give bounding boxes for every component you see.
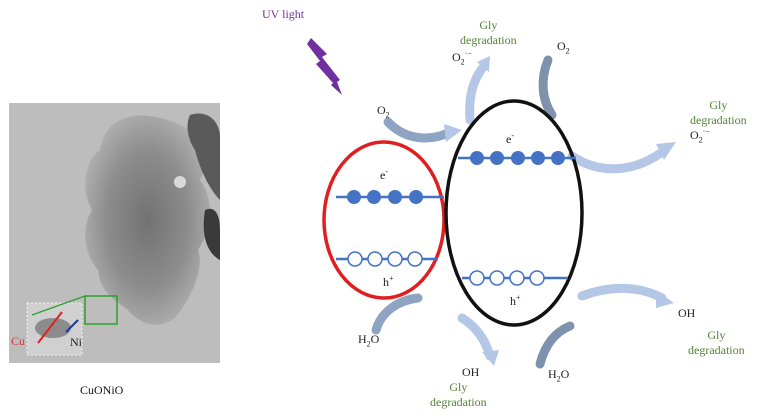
gly-text: Gly: [479, 18, 498, 32]
gly-text: Gly: [709, 98, 728, 112]
arrow-head-o2-radical-left: [477, 56, 490, 72]
particle-dark-edge: [187, 113, 220, 200]
ni-label: Ni: [70, 335, 82, 349]
micrograph-caption: CuONiO: [80, 383, 124, 397]
particle-dark-spot: [203, 208, 220, 260]
gly-degradation-bottom-left-label: Gly degradation: [430, 380, 487, 410]
right-electrons: [470, 151, 565, 165]
electron: [347, 190, 361, 204]
right-holes: [469, 270, 545, 286]
degradation-text: degradation: [460, 33, 517, 47]
oh-left-label: OH: [462, 365, 480, 379]
gly-text: Gly: [707, 328, 726, 342]
oh-right-label: OH: [678, 306, 696, 320]
o2-radical-top-label: O2·−: [452, 49, 472, 67]
electron: [388, 190, 402, 204]
h2o-right-label: H2O: [548, 367, 570, 384]
hole: [407, 251, 423, 267]
degradation-text: degradation: [690, 113, 747, 127]
electron: [551, 151, 565, 165]
arrow-to-o2-radical-left: [465, 61, 489, 125]
hole: [367, 251, 383, 267]
particle-agglomerate: [85, 115, 210, 325]
electron: [409, 190, 423, 204]
particle-void: [174, 176, 186, 188]
arrow-h2o-right: [535, 321, 575, 369]
right-hole-label: h+: [510, 293, 521, 308]
inset-connector-line: [31, 295, 86, 316]
gly-text: Gly: [449, 380, 468, 394]
o2-radical-right-label: O2·−: [690, 127, 710, 145]
electron: [490, 151, 504, 165]
arrow-head-o2-left: [444, 124, 462, 142]
inset-particle: [35, 318, 71, 338]
electron: [470, 151, 484, 165]
hole: [509, 270, 525, 286]
arrow-to-oh-right: [577, 283, 667, 303]
electron: [367, 190, 381, 204]
h2o-left-label: H2O: [358, 332, 380, 349]
hole: [469, 270, 485, 286]
arrow-head-oh-right: [656, 290, 674, 308]
arrow-head-o2-radical-right: [656, 142, 676, 160]
arrow-o2-adsorption-right: [538, 55, 557, 120]
hole: [387, 251, 403, 267]
hole: [347, 251, 363, 267]
inset-source-box: [84, 295, 118, 325]
cu-label: Cu: [11, 334, 26, 348]
arrow-to-o2-radical-right: [567, 147, 667, 174]
gly-degradation-right-label: Gly degradation: [690, 98, 747, 128]
o2-left-label: O2: [377, 103, 390, 120]
left-hole-label: h+: [383, 274, 394, 289]
arrow-o2-adsorption-left: [383, 117, 455, 143]
gly-degradation-top-label: Gly degradation: [460, 18, 517, 48]
left-electrons: [347, 190, 423, 204]
left-holes: [347, 251, 423, 267]
hole: [529, 270, 545, 286]
tem-micrograph: [9, 103, 220, 363]
uv-lightning-icon: [307, 38, 342, 95]
arrow-to-oh-left: [457, 313, 495, 361]
uv-light-label: UV light: [262, 7, 305, 21]
ni-lattice-line: [65, 319, 79, 333]
electron: [531, 151, 545, 165]
hole: [489, 270, 505, 286]
arrow-head-oh-left: [482, 350, 499, 366]
degradation-text: degradation: [430, 395, 487, 409]
arrow-h2o-left: [371, 293, 423, 335]
right-electron-label: e-: [506, 131, 514, 146]
cuo-band-ellipse: [322, 140, 446, 300]
gly-degradation-bottom-right-label: Gly degradation: [688, 328, 745, 358]
left-electron-label: e-: [380, 167, 388, 182]
cu-lattice-line: [37, 311, 63, 344]
nio-band-ellipse: [444, 99, 584, 327]
o2-top-right-label: O2: [557, 39, 570, 56]
electron: [511, 151, 525, 165]
degradation-text: degradation: [688, 343, 745, 357]
